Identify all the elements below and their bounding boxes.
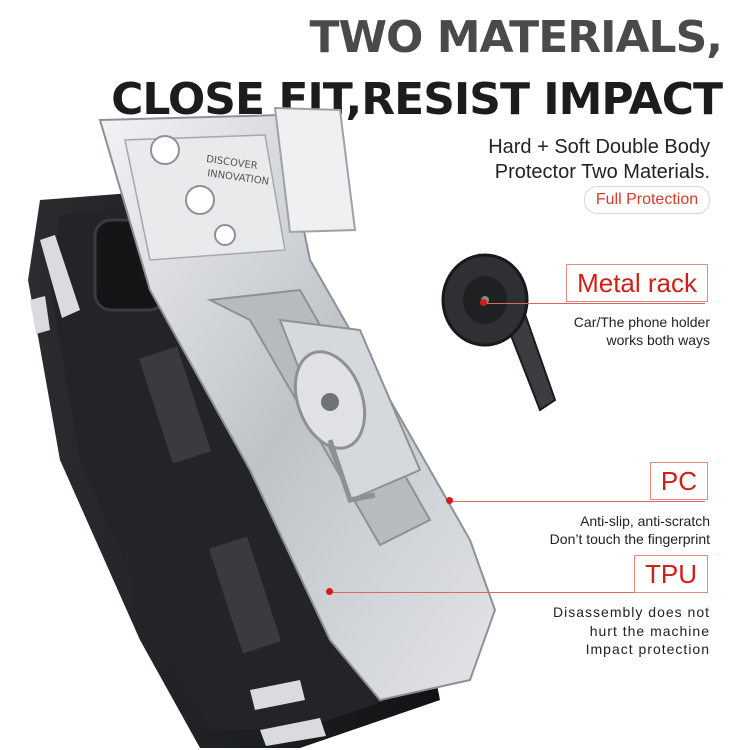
feature-label-metal-rack: Metal rack (566, 264, 708, 302)
feature-desc-pc-2: Don’t touch the fingerprint (549, 531, 710, 547)
marker-dot-pc (446, 497, 453, 504)
metal-ring-stand (441, 253, 557, 412)
connector-line-pc (450, 501, 705, 502)
feature-label-tpu: TPU (634, 555, 708, 593)
subhead-line-1: Hard + Soft Double Body (488, 136, 710, 158)
marker-dot-metal (480, 299, 487, 306)
connector-line-tpu (330, 592, 705, 593)
headline-line-1: TWO MATERIALS, (309, 12, 723, 63)
marker-dot-tpu (326, 588, 333, 595)
full-protection-badge: Full Protection (584, 186, 710, 214)
feature-desc-metal-2: works both ways (606, 332, 710, 348)
phone-case-illustration: DISCOVER INNOVATION (28, 106, 557, 748)
feature-desc-pc-1: Anti-slip, anti-scratch (580, 513, 710, 529)
subhead-line-2: Protector Two Materials. (494, 161, 710, 183)
silver-pc-case: DISCOVER INNOVATION (98, 106, 497, 702)
feature-desc-tpu-2: hurt the machine (589, 623, 710, 639)
feature-desc-metal-1: Car/The phone holder (573, 314, 710, 330)
feature-desc-tpu-3: Impact protection (585, 641, 710, 657)
feature-desc-tpu-1: Disassembly does not (553, 604, 710, 620)
feature-label-pc: PC (649, 462, 708, 500)
connector-line-metal (485, 303, 705, 304)
camera-slide-cover (273, 106, 357, 234)
